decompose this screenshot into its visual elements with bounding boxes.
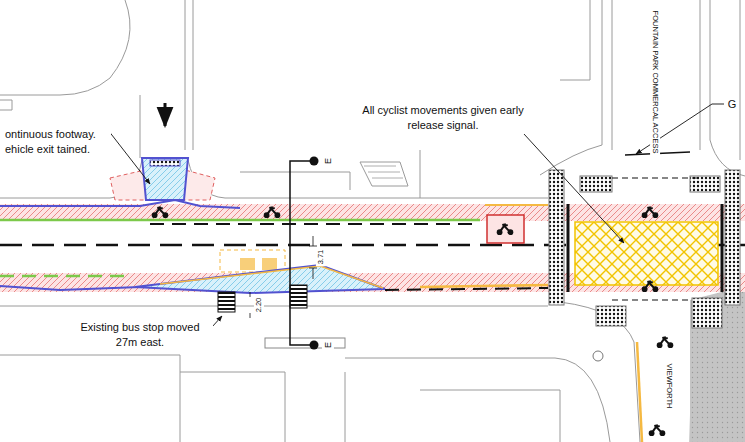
crossing-marking <box>290 285 307 308</box>
leader-line <box>108 130 150 184</box>
lighting-cable <box>290 161 310 345</box>
cyclist-symbol <box>497 224 514 235</box>
callout-note: All cyclist movements given early releas… <box>357 103 529 133</box>
tactile-paving <box>725 170 740 305</box>
cyclist-symbol <box>642 207 659 218</box>
callout-note: ontinuous footway. ehicle exit tained. <box>3 127 111 157</box>
leader-line <box>212 316 222 327</box>
cyclist-symbols <box>152 207 674 436</box>
cyclist-symbol <box>649 425 666 436</box>
kerb-line <box>637 342 642 442</box>
tactile-paving <box>549 170 564 305</box>
traffic-arrow <box>164 103 167 126</box>
dimension-label: 2.20 <box>254 296 264 315</box>
lane-line <box>0 219 480 222</box>
box-junction <box>575 222 718 285</box>
tactile-paving <box>596 306 626 326</box>
paved-area <box>690 286 745 442</box>
cyclist-symbol <box>152 207 169 218</box>
traffic-island <box>135 265 385 293</box>
bus-stop-marking <box>262 258 277 270</box>
dimension-line <box>250 292 251 318</box>
cycle-box <box>487 215 524 243</box>
kerb-line <box>485 204 548 206</box>
lane-line <box>150 223 480 225</box>
bus-stop-marking <box>240 258 255 270</box>
lane-line <box>0 275 130 278</box>
road-name: VIEWFORTH <box>664 362 674 411</box>
kerb-edge <box>0 200 240 208</box>
tactile-paving <box>580 176 612 192</box>
lamp-column <box>310 341 319 350</box>
tree-symbol <box>593 351 603 361</box>
give-way-line <box>612 299 690 300</box>
callout-note: Existing bus stop moved 27m east. <box>67 320 213 350</box>
kerb-line <box>160 266 383 288</box>
dimension-label: 3.71 <box>316 248 326 267</box>
kerb-line <box>420 285 548 287</box>
lane-line <box>385 288 548 290</box>
tactile-paving <box>150 160 180 166</box>
lamp-label: E <box>322 156 334 166</box>
give-way-line <box>612 177 700 178</box>
cyclist-symbol <box>657 337 674 348</box>
road-name: FOUNTAIN PARK COMMERCAL ACCESS <box>650 9 660 156</box>
callout-label: G <box>726 97 739 112</box>
tactile-paving <box>692 298 722 328</box>
crossing-marking <box>218 292 235 312</box>
continuous-footway <box>142 158 188 200</box>
lamp-label: E <box>322 340 334 350</box>
bus-stop-marking <box>220 250 285 272</box>
leader-line <box>524 134 624 243</box>
stop-line <box>568 204 722 292</box>
lamp-column <box>310 157 319 166</box>
cyclist-symbol <box>642 281 659 292</box>
cyclist-symbol <box>264 207 281 218</box>
leader-lines <box>108 104 724 327</box>
kerb-edge <box>0 286 140 290</box>
